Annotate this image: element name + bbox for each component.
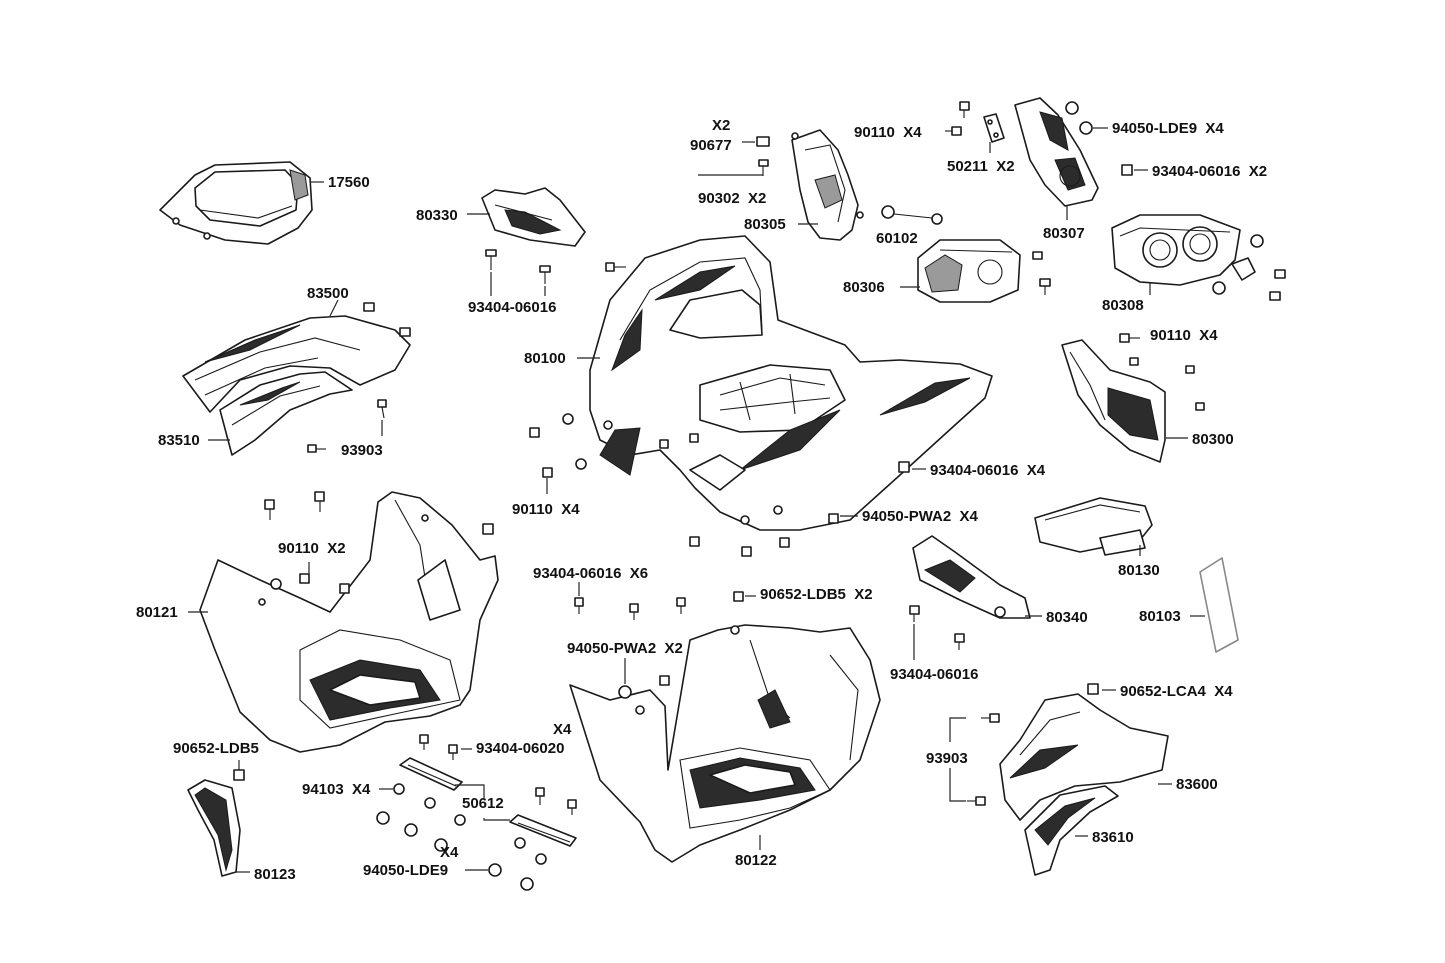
label-90652-ldb5-x2: 90652-LDB5 X2 xyxy=(760,586,873,603)
clip-icon xyxy=(756,136,770,147)
label-60102: 60102 xyxy=(876,230,918,247)
label-80308: 80308 xyxy=(1102,297,1144,314)
label-90302: 90302 X2 xyxy=(698,190,766,207)
label-80340: 80340 xyxy=(1046,609,1088,626)
label-80307: 80307 xyxy=(1043,225,1085,242)
label-sheet-80103 xyxy=(1199,557,1239,653)
label-x4-bottom: X4 xyxy=(440,844,459,861)
label-94103: 94103 X4 xyxy=(302,781,371,798)
label-90110-x4-a: 90110 X4 xyxy=(512,501,580,518)
screw-icon xyxy=(307,302,411,453)
fender-83500 xyxy=(182,315,411,413)
screw-icon xyxy=(529,413,910,557)
label-83500: 83500 xyxy=(307,285,349,302)
label-94050-lde9-b: 94050-LDE9 X4 xyxy=(1112,120,1224,137)
label-x2-top: X2 xyxy=(712,117,730,134)
screw-icon xyxy=(1119,333,1205,411)
fender-83510 xyxy=(219,371,353,456)
nut-icon xyxy=(881,205,943,225)
label-80305: 80305 xyxy=(744,216,786,233)
headlight-cover-80308 xyxy=(1111,214,1241,286)
label-93404-06020: 93404-06020 xyxy=(476,740,564,757)
label-80103: 80103 xyxy=(1139,608,1181,625)
label-90110-x4-c: 90110 X4 xyxy=(1150,327,1218,344)
label-93404-06016-x4: 93404-06016 X4 xyxy=(930,462,1046,479)
headlight-housing-80307 xyxy=(1014,97,1099,207)
nut-icon xyxy=(1065,101,1133,176)
label-17560: 17560 xyxy=(328,174,370,191)
screw-icon xyxy=(967,683,1099,806)
label-93404-06016-x2: 93404-06016 X2 xyxy=(1152,163,1267,180)
label-94050-pwa2-x2: 94050-PWA2 X2 xyxy=(567,640,683,657)
screw-icon xyxy=(574,591,744,699)
footwell-80122 xyxy=(569,624,881,863)
screw-icon xyxy=(485,249,626,284)
label-80123: 80123 xyxy=(254,866,296,883)
headlight-80306 xyxy=(917,239,1043,303)
label-80330: 80330 xyxy=(416,207,458,224)
rear-body-80100 xyxy=(589,235,993,531)
label-94050-lde9-a: 94050-LDE9 xyxy=(363,862,448,879)
screw-icon xyxy=(758,159,769,176)
label-94050-pwa2-x4: 94050-PWA2 X4 xyxy=(862,508,979,525)
step-plate-50612 xyxy=(399,757,577,847)
label-80306: 80306 xyxy=(843,279,885,296)
bracket-80330 xyxy=(481,187,586,247)
label-80121: 80121 xyxy=(136,604,178,621)
screw-icon xyxy=(1212,234,1286,301)
label-80300: 80300 xyxy=(1192,431,1234,448)
cover-80340 xyxy=(912,535,1031,619)
guard-80123 xyxy=(187,779,241,877)
label-90652-ldb5: 90652-LDB5 xyxy=(173,740,259,757)
label-80100: 80100 xyxy=(524,350,566,367)
label-90677: 90677 xyxy=(690,137,732,154)
screw-icon xyxy=(945,101,970,136)
screw-icon xyxy=(264,491,494,594)
seat-17560 xyxy=(159,161,313,245)
label-50211: 50211 X2 xyxy=(947,158,1015,175)
label-93903-b: 93903 xyxy=(926,750,968,767)
screw-icon xyxy=(1039,278,1051,295)
screw-icon xyxy=(233,760,245,781)
bracket-50211 xyxy=(983,113,1005,143)
label-90652-lca4: 90652-LCA4 X4 xyxy=(1120,683,1233,700)
screw-icon xyxy=(376,734,577,891)
label-50612: 50612 xyxy=(462,795,504,812)
label-80122: 80122 xyxy=(735,852,777,869)
label-83510: 83510 xyxy=(158,432,200,449)
label-90110-x2: 90110 X2 xyxy=(278,540,346,557)
label-93404-06016-x6: 93404-06016 X6 xyxy=(533,565,648,582)
plate-80130 xyxy=(1034,497,1153,556)
label-93404-06016-b: 93404-06016 xyxy=(890,666,978,683)
footwell-80121 xyxy=(199,491,499,753)
label-93903-a: 93903 xyxy=(341,442,383,459)
grille-80300 xyxy=(1061,339,1166,463)
fender-83610 xyxy=(1024,785,1119,876)
label-90110-x4-b: 90110 X4 xyxy=(854,124,922,141)
fender-83600 xyxy=(999,693,1169,821)
headlight-bracket-80305 xyxy=(791,129,864,241)
label-93404-06016-a: 93404-06016 xyxy=(468,299,556,316)
screw-icon xyxy=(909,605,965,650)
label-83600: 83600 xyxy=(1176,776,1218,793)
label-80130: 80130 xyxy=(1118,562,1160,579)
label-x4-top: X4 xyxy=(553,721,572,738)
label-83610: 83610 xyxy=(1092,829,1134,846)
